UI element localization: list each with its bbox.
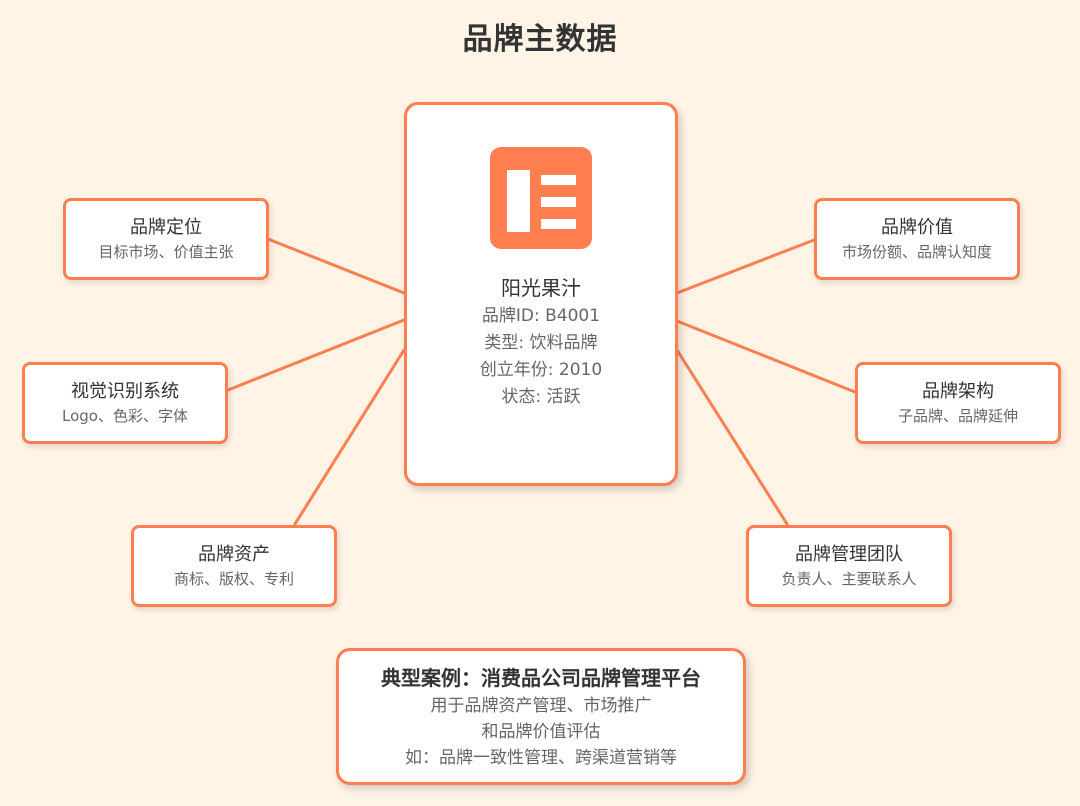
- case-study-line: 如：品牌一致性管理、跨渠道营销等: [405, 748, 677, 768]
- node-title: 品牌价值: [881, 217, 953, 238]
- node-subtitle: 市场份额、品牌认知度: [841, 243, 992, 261]
- node-title: 品牌架构: [922, 381, 994, 402]
- node-subtitle: Logo、色彩、字体: [62, 407, 188, 425]
- node-brand-positioning: 品牌定位 目标市场、价值主张: [63, 198, 269, 280]
- connector-brand-value: [675, 238, 816, 295]
- brand-id: 品牌ID: B4001: [481, 306, 601, 326]
- brand-status: 状态: 活跃: [501, 387, 581, 407]
- node-subtitle: 负责人、主要联系人: [781, 570, 917, 588]
- connector-visual-identity: [226, 318, 406, 392]
- connector-brand-assets: [293, 348, 406, 526]
- case-study-line: 用于品牌资产管理、市场推广: [430, 696, 652, 716]
- node-brand-value: 品牌价值 市场份额、品牌认知度: [814, 198, 1020, 280]
- connector-brand-team: [675, 348, 789, 526]
- node-brand-architecture: 品牌架构 子品牌、品牌延伸: [855, 362, 1061, 444]
- node-title: 品牌管理团队: [795, 544, 903, 565]
- connector-brand-architecture: [675, 319, 857, 394]
- case-study-card: 典型案例：消费品公司品牌管理平台 用于品牌资产管理、市场推广 和品牌价值评估 如…: [336, 648, 746, 785]
- document-layout-icon: [490, 147, 592, 249]
- case-study-line: 和品牌价值评估: [481, 722, 601, 742]
- brand-type: 类型: 饮料品牌: [484, 333, 598, 353]
- node-title: 视觉识别系统: [71, 381, 179, 402]
- node-brand-assets: 品牌资产 商标、版权、专利: [131, 525, 337, 607]
- connector-brand-positioning: [266, 237, 406, 295]
- node-subtitle: 商标、版权、专利: [173, 570, 294, 588]
- node-title: 品牌定位: [130, 217, 202, 238]
- node-visual-identity: 视觉识别系统 Logo、色彩、字体: [22, 362, 228, 444]
- brand-founded-year: 创立年份: 2010: [479, 360, 603, 380]
- brand-name: 阳光果汁: [501, 276, 581, 300]
- node-subtitle: 子品牌、品牌延伸: [897, 407, 1018, 425]
- case-study-title: 典型案例：消费品公司品牌管理平台: [381, 666, 701, 690]
- page-title: 品牌主数据: [462, 22, 618, 57]
- node-subtitle: 目标市场、价值主张: [98, 243, 234, 261]
- node-title: 品牌资产: [198, 544, 270, 565]
- node-brand-team: 品牌管理团队 负责人、主要联系人: [746, 525, 952, 607]
- brand-center-card: 阳光果汁 品牌ID: B4001 类型: 饮料品牌 创立年份: 2010 状态:…: [404, 102, 678, 486]
